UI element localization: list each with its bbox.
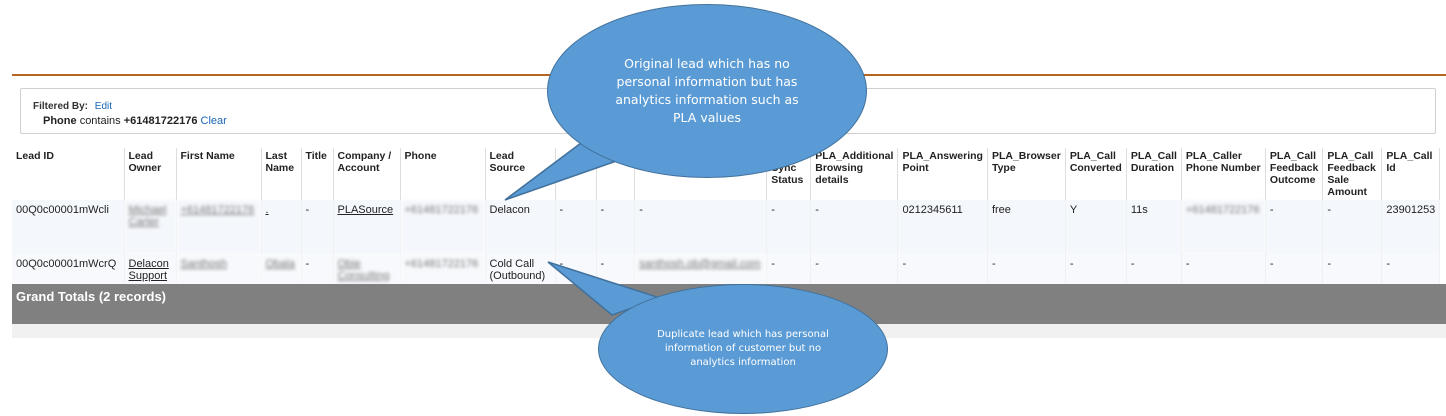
cell-lead-owner[interactable]: Michael Carter [124, 200, 177, 254]
cell-browser-type: free [987, 200, 1066, 254]
cell-browsing-details: - [810, 200, 899, 254]
column-header[interactable]: PLA_Call Feedback Outcome [1265, 148, 1324, 200]
cell-last-sync-status: - [766, 200, 812, 254]
column-header[interactable]: First Name [176, 148, 262, 200]
column-header[interactable]: Lead ID [12, 148, 125, 200]
cell-call-id: 23901253 [1381, 200, 1441, 254]
callout-original-lead: Original lead which has no personal info… [547, 4, 867, 178]
filter-edit-link[interactable]: Edit [94, 101, 113, 112]
cell-call-converted: Y [1065, 200, 1127, 254]
grand-totals-label: Grand Totals (2 records) [16, 289, 167, 304]
filter-operator: contains [79, 115, 121, 127]
cell-feedback-outcome: - [1265, 200, 1324, 254]
cell-answering-point: 0212345611 [897, 200, 988, 254]
column-header[interactable]: PLA_Additional Browsing details [810, 148, 899, 200]
cell-lead-source: Delacon [485, 200, 556, 254]
cell-call-duration: 11s [1126, 200, 1182, 254]
column-header[interactable]: Lead Owner [124, 148, 177, 200]
callout-original-text: Original lead which has no personal info… [615, 56, 799, 125]
column-header[interactable]: Last Name [261, 148, 302, 200]
column-header[interactable]: Company / Account [333, 148, 401, 200]
filter-condition: Phone contains +61481722176 Clear [43, 115, 227, 127]
filter-value: +61481722176 [123, 115, 198, 127]
column-header[interactable]: PLA_Call Converted [1065, 148, 1127, 200]
cell-title: - [301, 200, 334, 254]
column-header[interactable]: PLA_Call Feedback Sale Amount [1322, 148, 1383, 200]
callout-duplicate-lead: Duplicate lead which has personal inform… [598, 284, 888, 414]
table-header-row: Lead ID Lead Owner First Name Last Name … [12, 148, 1441, 200]
cell-hidden: - [555, 200, 597, 254]
filter-label: Filtered By: [33, 101, 89, 112]
cell-lead-id: 00Q0c00001mWcli [12, 200, 125, 254]
cell-company[interactable]: PLASource [333, 200, 401, 254]
column-header[interactable]: PLA_Answering Point [897, 148, 988, 200]
cell-email: - [634, 200, 768, 254]
filter-clear-link[interactable]: Clear [200, 115, 227, 127]
cell-feedback-sale: - [1322, 200, 1383, 254]
column-header[interactable]: PLA_Call Duration [1126, 148, 1182, 200]
column-header[interactable]: Phone [400, 148, 486, 200]
cell-phone: +61481722176 [400, 200, 486, 254]
cell-street: - [596, 200, 636, 254]
column-header[interactable]: PLA_Browser Type [987, 148, 1066, 200]
column-header[interactable]: PLA_Call Id [1381, 148, 1441, 200]
table-row: 00Q0c00001mWcli Michael Carter +61481722… [12, 200, 1441, 254]
filter-header: Filtered By: Edit [33, 101, 112, 112]
callout-duplicate-text: Duplicate lead which has personal inform… [657, 329, 829, 368]
column-header[interactable]: PLA_Caller Phone Number [1181, 148, 1266, 200]
cell-last-name[interactable]: . [261, 200, 302, 254]
filter-field: Phone [43, 115, 77, 127]
cell-first-name[interactable]: +61481722176 [176, 200, 262, 254]
column-header[interactable]: Title [301, 148, 334, 200]
cell-caller-phone: +61481722176 [1181, 200, 1266, 254]
